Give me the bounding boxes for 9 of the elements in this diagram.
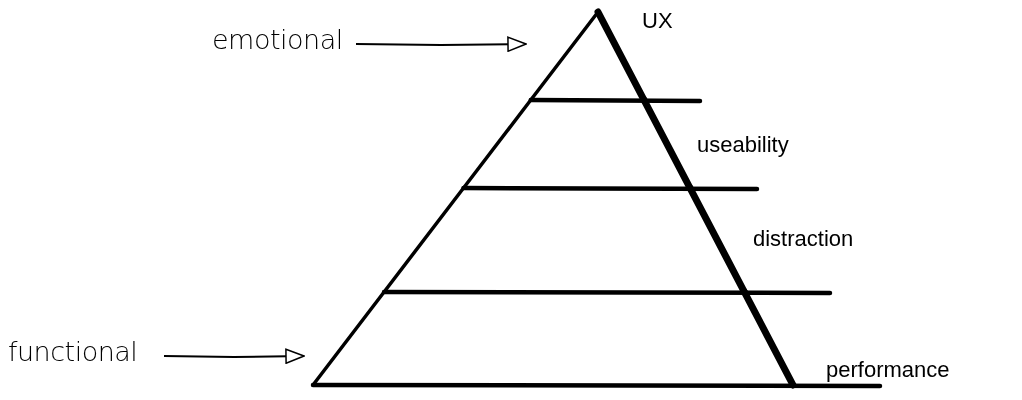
level-label: useability <box>697 132 789 158</box>
level-label: UX <box>642 8 673 34</box>
level-label: distraction <box>753 226 854 252</box>
arrow <box>355 36 527 52</box>
arrow <box>163 348 305 364</box>
pyramid-level <box>528 6 703 104</box>
side-label: emotional <box>212 24 343 55</box>
side-label: functional <box>8 336 138 367</box>
level-label: performance <box>826 357 950 383</box>
